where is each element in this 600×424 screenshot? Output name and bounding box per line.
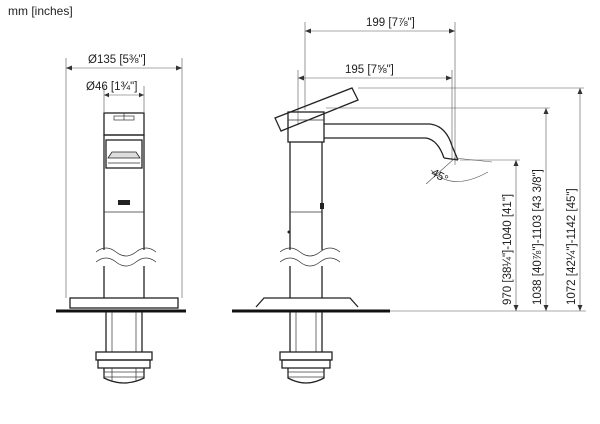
side-view: 199 [7⅞"] 195 [7⅝"] [232, 17, 586, 384]
angle-dimension: 45° [425, 157, 493, 186]
front-mounting-nut [95, 312, 153, 384]
angle-label: 45° [429, 167, 450, 186]
outer-diameter-label: Ø135 [5⅜"] [88, 54, 146, 66]
units-note: mm [inches] [8, 4, 73, 18]
reach-dimension: 195 [7⅝"] [297, 64, 453, 160]
front-view: Ø135 [5⅜"] Ø46 [1¾"] [56, 54, 186, 384]
height-spout-label: 970 [38¼"]-1040 [41"] [502, 194, 514, 305]
inner-diameter-dimension: Ø46 [1¾"] [86, 81, 145, 112]
reach-label: 195 [7⅝"] [345, 64, 394, 76]
inner-diameter-label: Ø46 [1¾"] [86, 81, 137, 93]
reach-top-dimension: 199 [7⅞"] [304, 17, 456, 165]
faucet-front-body [69, 112, 179, 309]
height-body-label: 1038 [40⅞"]-1103 [43 3/8"] [532, 169, 544, 305]
faucet-side-body [255, 87, 459, 308]
height-dimensions: 970 [38¼"]-1040 [41"] 1038 [40⅞"]-1103 [… [326, 87, 586, 312]
height-total-label: 1072 [42¼"]-1142 [45"] [566, 188, 578, 305]
outer-diameter-dimension: Ø135 [5⅜"] [65, 54, 183, 298]
side-mounting-nut [279, 312, 333, 384]
reach-top-label: 199 [7⅞"] [366, 17, 415, 29]
